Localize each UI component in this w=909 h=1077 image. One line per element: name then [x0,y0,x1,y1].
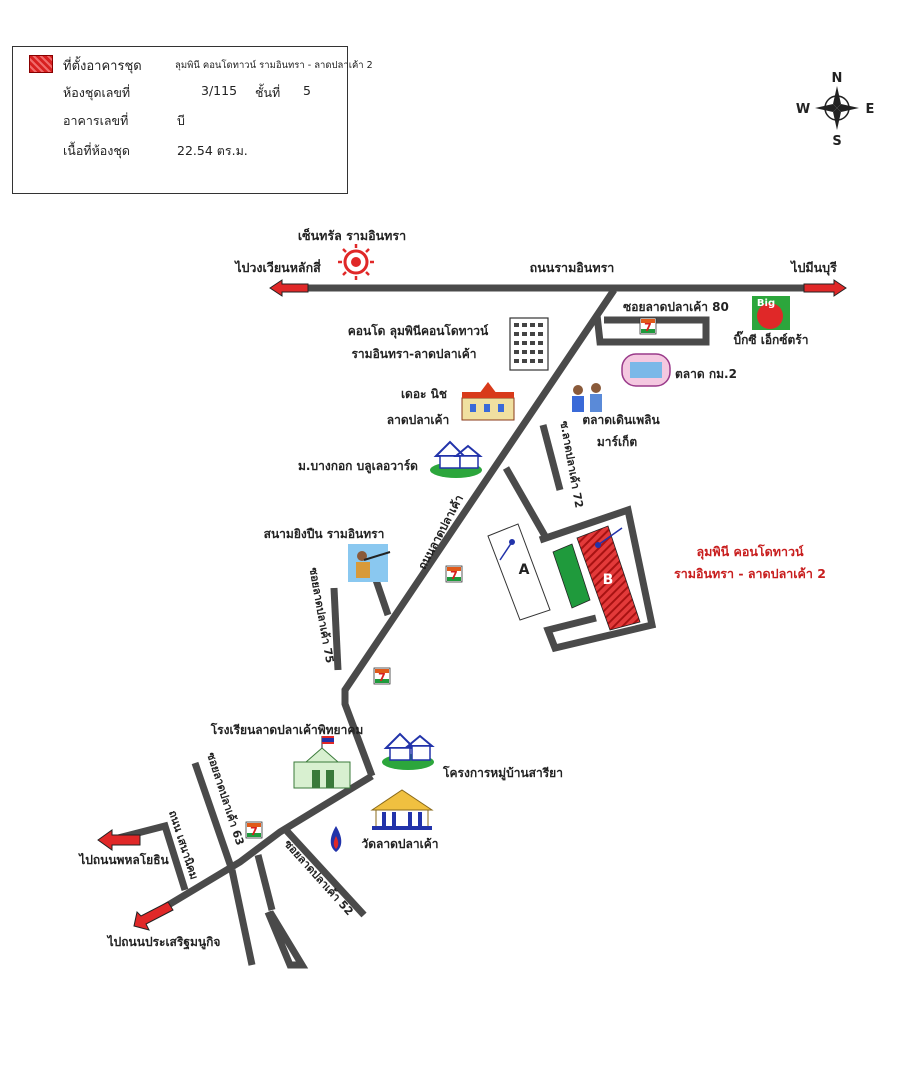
label-project-line1: ลุมพินี คอนโดทาวน์ [696,544,804,560]
road-to-phahon [117,821,189,892]
label-central: เซ็นทรัล รามอินทรา [298,228,406,243]
label-niche-line2: ลาดปลาเค้า [387,413,449,427]
label-to-phahon: ไปถนนพหลโยธิน [77,852,169,867]
road-senanikhom-south [228,869,256,966]
road-soi63-east [254,854,276,911]
school-icon [293,736,351,789]
market-km2-icon [621,353,671,387]
road-soi63 [191,761,236,872]
label-walking-line1: ตลาดเดินเพลิน [582,413,660,427]
bangkok-boulevard-icon [430,440,483,478]
label-soi52: ซอยลาดปลาเค้า 52 [281,837,356,918]
seven-eleven-icon: 7 [245,821,263,839]
label-shooting-range: สนามยิงปืน รามอินทรา [264,527,385,541]
road-project-loop [538,505,657,653]
shooting-range-icon [348,544,391,582]
road-lower-main [138,773,374,926]
compass-w: W [796,102,810,117]
building-b [576,525,641,631]
road-soi75 [330,587,342,671]
label-market-km2: ตลาด กม.2 [675,367,737,381]
label-niche-line1: เดอะ นิช [401,387,447,401]
label-ladplakao-road: ถนนลาดปลาเค้า [415,492,466,571]
pin-b-icon [595,542,601,548]
label-soi72: ซ.ลาดปลาเค้า 72 [557,420,585,509]
village-icon [382,732,435,770]
compass-icon: N S E W [796,71,875,149]
block-b-label: B [603,572,614,588]
label-to-prasert: ไปถนนประเสริฐมนูกิจ [106,934,221,950]
label-village: โครงการหมู่บ้านสารียา [442,765,563,781]
road-ladplakao-main [341,288,617,778]
project-site: A B [487,523,641,631]
legend-unit-no-label: ห้องชุดเลขที่ [63,85,131,100]
direction-arrows [97,279,847,931]
legend-unit-no-value: 3/115 [201,83,238,98]
legend-building-no-label: อาคารเลขที่ [63,113,129,128]
legend-floor-value: 5 [303,83,311,98]
bigc-logo-text: Big [757,298,775,309]
compass-e: E [866,102,875,117]
building-a-outline [487,523,551,621]
road-to-project [502,466,549,538]
arrow-west-icon [269,279,309,297]
label-to-minburi: ไปมีนบุรี [789,260,837,276]
label-school: โรงเรียนลาดปลาเค้าพิทยาคม [210,722,364,737]
legend-box: ที่ตั้งอาคารชุด ลุมพินี คอนโดทาวน์ รามอิ… [12,46,373,194]
label-temple: วัดลาดปลาเค้า [362,837,439,851]
ptt-station-icon [330,826,342,852]
seven-eleven-icon: 7 [445,565,463,583]
road-network [117,284,840,969]
legend-area-value: 22.54 ตร.ม. [177,143,248,158]
seven-eleven-icon: 7 [639,317,657,335]
legend-area-label: เนื้อที่ห้องชุด [63,143,131,158]
pin-a-icon [509,539,515,545]
label-to-pwangwian: ไปวงเวียนหลักสี่ [233,259,321,275]
niche-building-icon [461,382,515,421]
compass-s: S [832,134,841,149]
arrow-east-icon [803,279,847,297]
temple-icon [370,789,434,830]
svg-text:7: 7 [450,569,458,582]
road-soi52 [282,826,367,918]
building-site-swatch [29,55,53,73]
label-condo-line1: คอนโด ลุมพินีคอนโดทาวน์ [348,323,489,339]
label-condo-line2: รามอินทรา-ลาดปลาเค้า [351,347,476,361]
svg-text:7: 7 [644,321,652,334]
label-bigc: บิ๊กซี เอ็กซ์ตร้า [734,330,809,347]
label-soi75: ซอยลาดปลาเค้า 75 [307,567,337,665]
label-project-line2: รามอินทรา - ลาดปลาเค้า 2 [674,566,826,581]
block-a-label: A [519,562,530,578]
legend-building-site-label: ที่ตั้งอาคารชุด [63,59,142,74]
legend-project-name: ลุมพินี คอนโดทาวน์ รามอินทรา - ลาดปลาเค้… [175,60,373,71]
road-soi80-loop [593,314,710,346]
label-bangkok-boulevard: ม.บางกอก บลูเลอวาร์ด [298,459,418,474]
compass-n: N [832,71,843,86]
seven-eleven-icon: 7 [373,667,391,685]
svg-text:7: 7 [250,825,258,838]
bigc-logo-icon: Big [752,296,790,330]
label-soi80: ซอยลาดปลาเค้า 80 [623,300,729,314]
road-shooting-range [372,578,392,617]
road-soi72 [539,424,564,491]
walking-market-icon [566,383,606,414]
legend-floor-label: ชั้นที่ [255,85,281,100]
label-walking-line2: มาร์เก็ต [597,434,637,449]
label-ramintra-road: ถนนรามอินทรา [530,260,615,275]
arrow-phahon-icon [97,829,141,851]
arrow-prasert-icon [133,901,174,931]
svg-text:7: 7 [378,671,386,684]
green-block [552,543,591,609]
road-south-stub [264,910,309,969]
legend-building-no-value: บี [177,113,185,128]
central-logo-icon [338,244,374,280]
condo-tower-icon [509,317,549,371]
